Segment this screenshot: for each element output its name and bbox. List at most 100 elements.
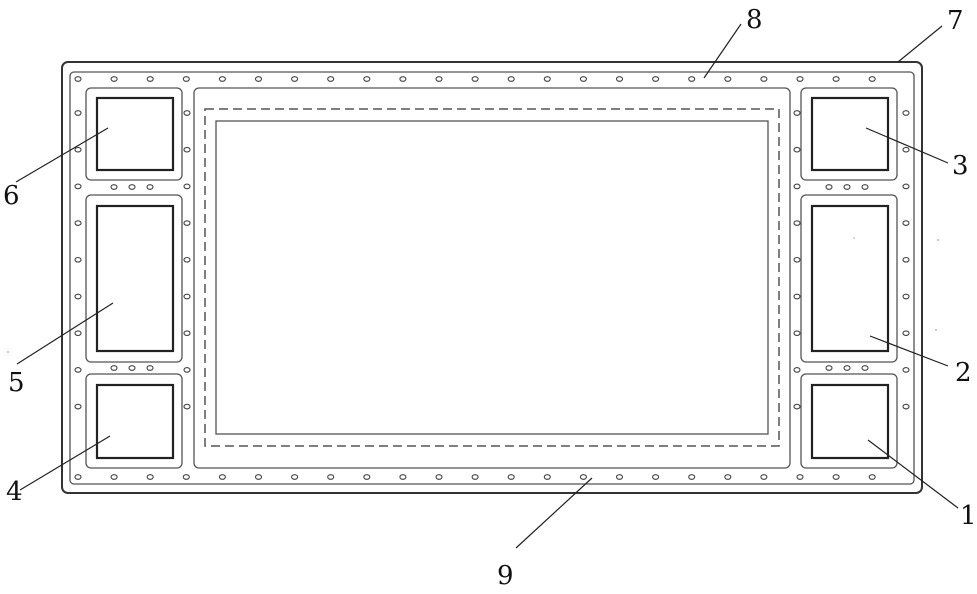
rivet-group	[74, 76, 910, 480]
rivet	[543, 76, 551, 82]
module-1-window	[810, 383, 890, 460]
rivet	[182, 76, 190, 82]
rivet	[128, 365, 136, 371]
rivet	[902, 330, 910, 337]
rivet	[832, 474, 840, 480]
rivet	[471, 474, 479, 480]
rivet	[399, 474, 407, 480]
rivet	[902, 293, 910, 300]
rivet	[832, 76, 840, 82]
module-5-window	[95, 204, 175, 353]
rivet	[146, 184, 154, 190]
rivet	[74, 146, 82, 153]
rivet	[363, 474, 371, 480]
rivet	[74, 474, 82, 480]
speck	[853, 237, 855, 239]
rivet	[825, 184, 833, 190]
leader-6	[15, 127, 109, 183]
rivet	[793, 367, 801, 373]
rivet	[74, 293, 82, 300]
rivet	[843, 184, 851, 190]
callout-label-9: 9	[497, 561, 514, 591]
leader-5	[16, 302, 114, 365]
rivet	[902, 367, 910, 373]
rivet	[902, 220, 910, 226]
rivet	[579, 474, 587, 480]
rivet	[254, 76, 263, 82]
rivet	[543, 474, 551, 480]
leader-lines	[15, 23, 959, 549]
module-3-window	[810, 96, 890, 172]
callout-label-1: 1	[960, 501, 977, 531]
rivet	[74, 256, 82, 263]
rivet	[110, 474, 118, 480]
module-4-window	[95, 383, 175, 460]
rivet	[796, 474, 804, 480]
rivet	[110, 76, 118, 82]
rivet	[793, 220, 801, 226]
module-5-frame	[85, 194, 183, 363]
rivet	[74, 76, 82, 82]
leader-1	[867, 439, 959, 509]
rivet	[183, 110, 191, 116]
rivet	[652, 474, 660, 480]
rivet	[183, 403, 191, 410]
leader-8	[703, 23, 742, 79]
rivet	[825, 365, 833, 371]
speck	[7, 351, 9, 353]
module-1-frame	[800, 373, 898, 469]
rivet	[471, 76, 479, 82]
rivet	[183, 256, 191, 263]
rivet	[579, 76, 587, 82]
rivet	[399, 76, 407, 82]
rivet	[902, 110, 910, 116]
rivet	[74, 403, 82, 410]
rivet	[861, 184, 869, 190]
rivet	[183, 293, 191, 300]
rivet	[507, 76, 515, 82]
callout-label-8: 8	[746, 5, 763, 35]
callout-label-3: 3	[952, 151, 969, 181]
callout-label-6: 6	[3, 181, 20, 211]
module-3-frame	[800, 87, 898, 181]
rivet	[724, 76, 732, 82]
central-window	[215, 120, 769, 435]
rivet	[760, 76, 768, 82]
rivet	[183, 183, 191, 190]
rivet	[327, 474, 335, 480]
rivet	[652, 76, 660, 82]
rivet	[760, 474, 768, 480]
rivet	[218, 474, 226, 480]
rivet	[793, 293, 801, 300]
rivet	[146, 365, 154, 371]
central-frame	[193, 87, 791, 469]
rivet	[615, 76, 624, 82]
rivet	[218, 76, 226, 82]
rivet	[688, 76, 696, 82]
rivet	[74, 183, 82, 190]
rivet	[183, 146, 191, 153]
module-6-window	[95, 96, 175, 172]
module-2-window	[810, 204, 890, 353]
rivet	[843, 365, 851, 371]
module-2-frame	[800, 194, 898, 363]
leader-2	[869, 335, 949, 367]
rivet	[793, 146, 801, 153]
rivet	[254, 474, 263, 480]
leader-3	[865, 127, 949, 164]
rivet	[861, 365, 869, 371]
rivet	[796, 76, 804, 82]
callout-label-7: 7	[947, 6, 964, 36]
rivet	[183, 220, 191, 226]
rivet	[793, 403, 801, 410]
rivet	[291, 76, 299, 82]
rivet	[793, 330, 801, 337]
rivet	[146, 474, 154, 480]
rivet	[74, 110, 82, 116]
rivet	[793, 256, 801, 263]
leader-4	[19, 435, 111, 491]
rivet	[507, 474, 515, 480]
rivet	[74, 367, 82, 373]
speck	[935, 329, 937, 331]
rivet	[291, 474, 299, 480]
